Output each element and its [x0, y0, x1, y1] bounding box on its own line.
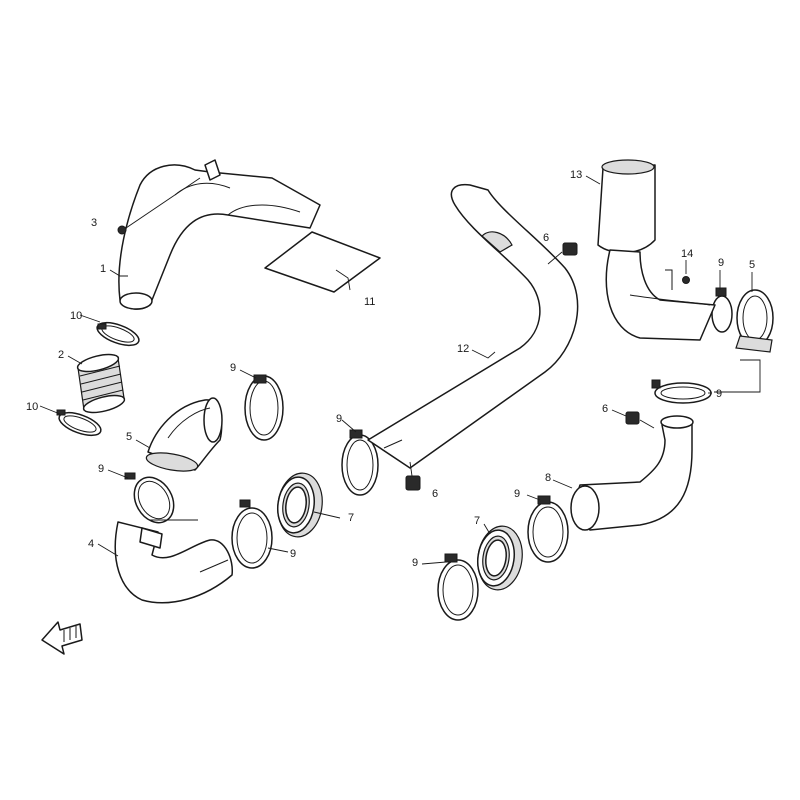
callout-9-d: 9	[336, 413, 342, 425]
part-13-filter-housing	[597, 159, 716, 341]
part-9-clamp-f	[651, 379, 712, 404]
callout-14: 14	[681, 248, 693, 260]
part-3-bolt	[117, 177, 201, 235]
part-9-clamp-c	[231, 499, 273, 569]
callout-9-e: 9	[718, 257, 724, 269]
callout-3: 3	[91, 217, 97, 229]
part-7-coupler-right	[477, 525, 523, 591]
callout-6-upper: 6	[543, 232, 549, 244]
part-12-long-duct	[367, 183, 579, 469]
part-9-clamp-e	[711, 287, 733, 333]
part-9-clamp-b	[244, 374, 284, 441]
callout-5-left: 5	[126, 431, 132, 443]
part-9-clamp-h	[437, 553, 479, 621]
part-7-coupler-left	[277, 472, 323, 538]
callout-5-right: 5	[749, 259, 755, 271]
part-2-bellows	[76, 353, 126, 414]
part-10-clamp-lower	[56, 409, 102, 437]
part-4-lower-bend	[114, 521, 233, 604]
part-6-grommet-c	[625, 411, 655, 429]
callout-9-h: 9	[412, 557, 418, 569]
part-1-intake-duct	[118, 159, 321, 310]
part-6-grommet-b	[405, 461, 421, 491]
callout-1: 1	[100, 263, 106, 275]
part-8-bent-pipe	[570, 415, 694, 531]
callout-11: 11	[364, 296, 375, 308]
callout-8: 8	[545, 472, 551, 484]
callout-9-b: 9	[98, 463, 104, 475]
callout-9-a: 9	[230, 362, 236, 374]
part-9-clamp-a	[124, 472, 175, 524]
callout-9-f: 9	[716, 388, 722, 400]
callout-6-middle: 6	[432, 488, 438, 500]
part-6-grommet-a	[547, 242, 578, 265]
leader-lines	[39, 175, 761, 565]
callout-13: 13	[570, 169, 582, 181]
callout-10-lower: 10	[26, 401, 38, 413]
part-10-clamp-upper	[96, 321, 140, 347]
part-5-elbow-left	[145, 397, 223, 472]
callout-12: 12	[457, 343, 469, 355]
callout-6-right: 6	[602, 403, 608, 415]
part-9-clamp-d	[341, 429, 379, 496]
callout-7-right: 7	[474, 515, 480, 527]
part-5-elbow-right	[735, 289, 774, 353]
part-14-pin	[665, 269, 690, 290]
part-9-clamp-g	[527, 495, 569, 563]
callout-4: 4	[88, 538, 94, 550]
callout-9-g: 9	[514, 488, 520, 500]
part-11-pad	[264, 231, 381, 293]
callout-7-left: 7	[348, 512, 354, 524]
callout-labels: 1 2 3 4 5 5 6 6 6 7 7 8 9 9 9 9 9 9 9 9 …	[26, 169, 755, 569]
direction-arrow-icon	[41, 621, 83, 655]
callout-9-c: 9	[290, 548, 296, 560]
callout-10-upper: 10	[70, 310, 82, 322]
callout-2: 2	[58, 349, 64, 361]
